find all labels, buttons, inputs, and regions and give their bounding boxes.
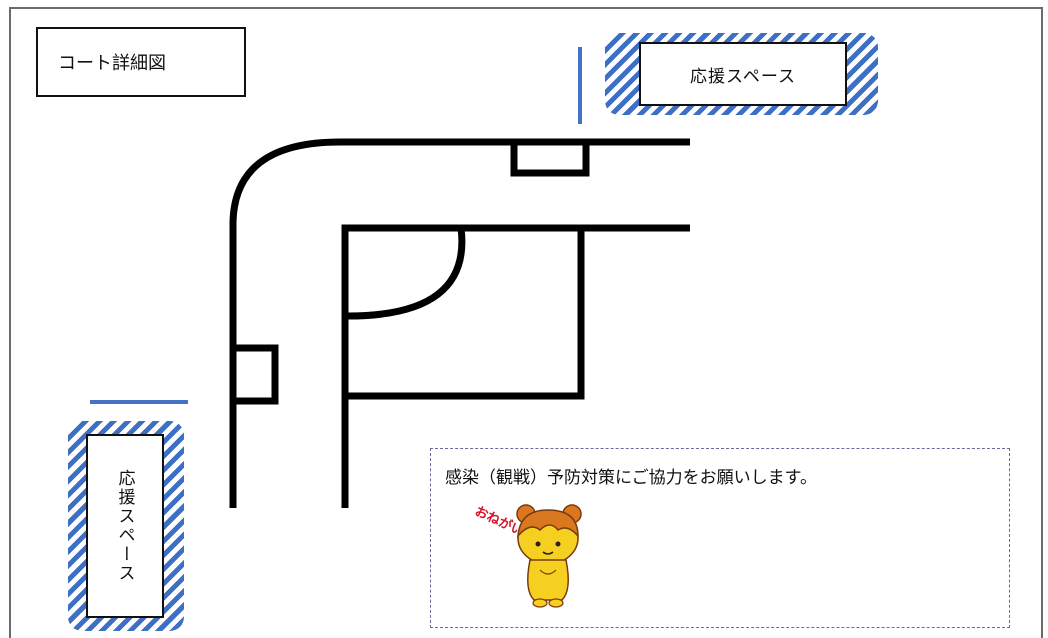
marker-box-top: [510, 138, 590, 177]
marker-box-left: [229, 344, 279, 405]
support-space-top-label: 応援スペース: [690, 66, 796, 87]
support-space-top-box: 応援スペース: [639, 42, 847, 106]
support-space-left-label: 応援スペース: [114, 469, 135, 583]
diagram-title: コート詳細図: [36, 27, 246, 97]
inner-arc: [347, 227, 466, 320]
page-frame: [9, 7, 1043, 638]
inner-box-right: [345, 228, 585, 400]
notice-text: 感染（観戦）予防対策にご協力をお願いします。: [445, 468, 817, 488]
diagram-title-text: コート詳細図: [58, 53, 166, 74]
notice-box: 感染（観戦）予防対策にご協力をお願いします。: [430, 448, 1010, 628]
outer-court-line: [229, 138, 690, 508]
inner-court-line: [341, 224, 690, 508]
mascot-illustration: おねがいします: [472, 503, 582, 608]
support-space-left-box: 応援スペース: [86, 434, 164, 618]
